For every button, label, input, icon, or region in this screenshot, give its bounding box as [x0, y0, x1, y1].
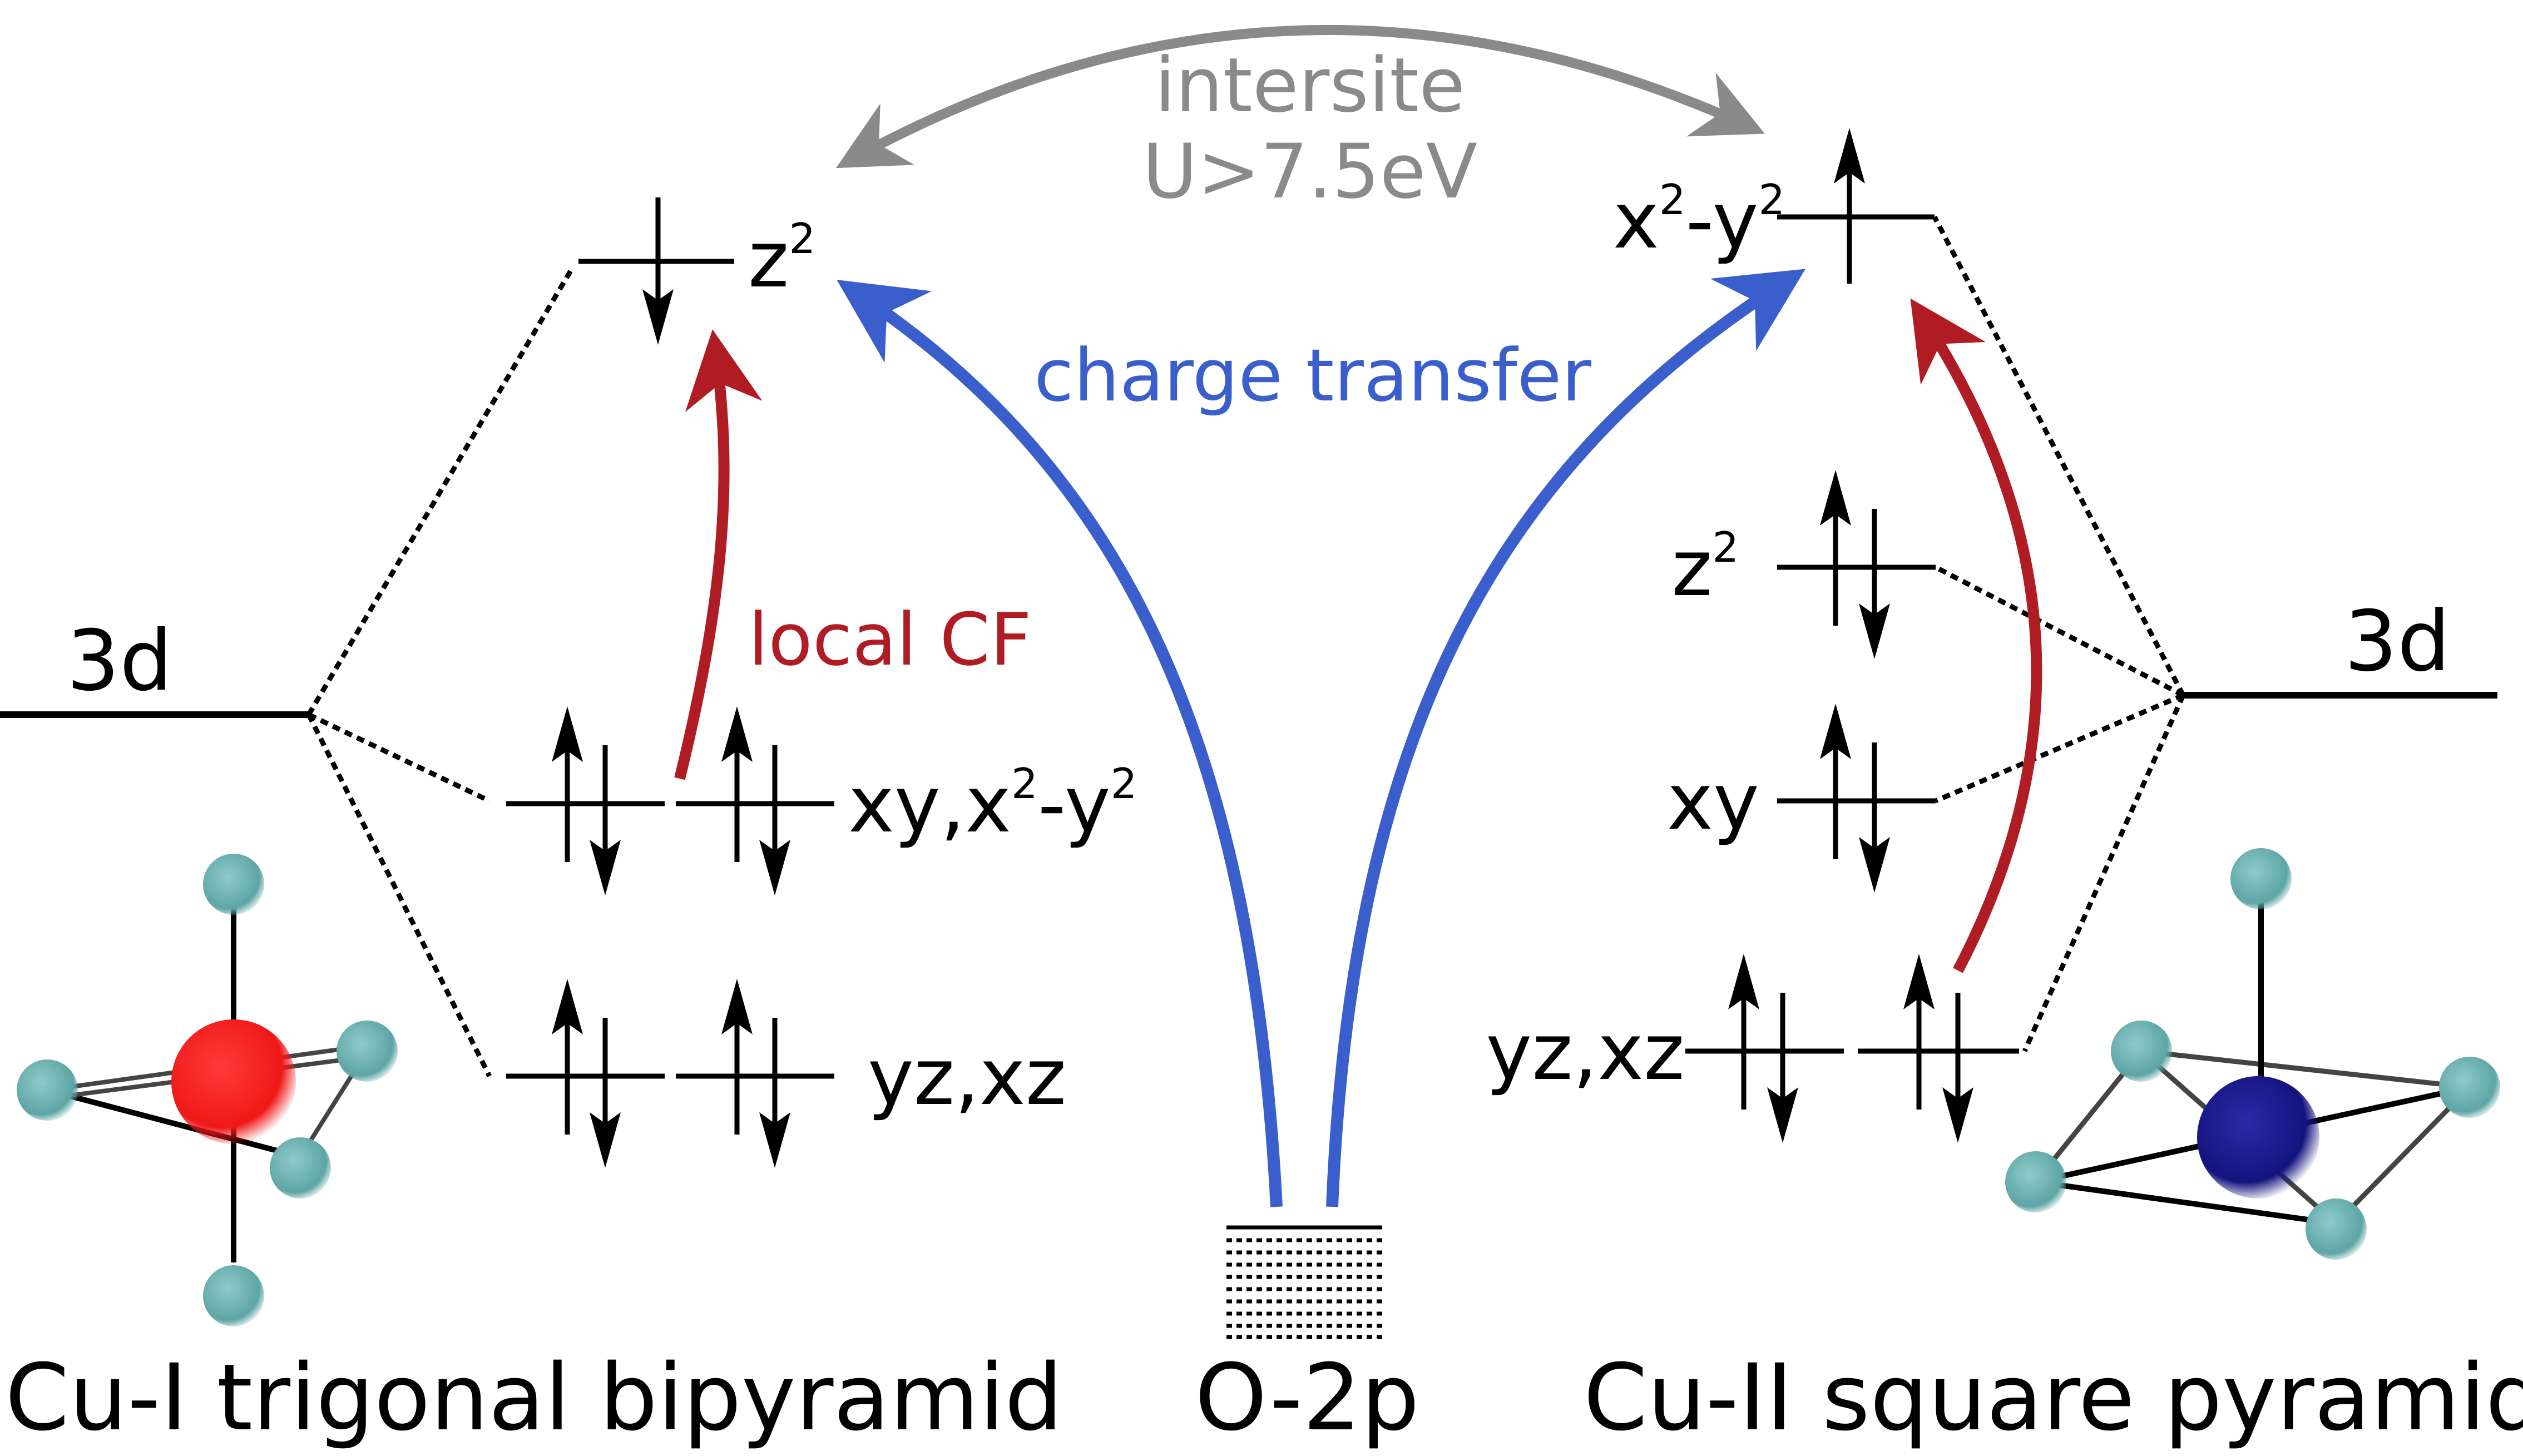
oxygen-atom-bottom [203, 1265, 264, 1326]
oxygen-atom-left [17, 1059, 78, 1121]
oxygen-atom-back-left [2111, 1021, 2172, 1082]
cu1-trigonal-bipyramid [17, 854, 398, 1326]
left-3d-label: 3d [67, 613, 173, 710]
left-z2-level [578, 197, 734, 345]
right-3d-label: 3d [2344, 593, 2451, 690]
left-correlation-lines [306, 265, 575, 1078]
oxygen-atom-front-right [2306, 1199, 2367, 1260]
left-xy-level [506, 706, 834, 895]
right-z2-level [1777, 470, 1936, 659]
o2p-band [1226, 1225, 1382, 1339]
right-xy-label: xy [1667, 757, 1759, 848]
local-cf-arrow-right [1910, 298, 2042, 973]
oxygen-atom-top [203, 854, 264, 915]
cu1-atom [171, 1019, 296, 1144]
o2p-caption: O-2p [1195, 1344, 1419, 1451]
oxygen-atom-apex [2230, 848, 2292, 909]
local-cf-label: local CF [748, 597, 1032, 682]
cu2-square-pyramid [2005, 848, 2500, 1260]
right-correlation-lines [1932, 215, 2186, 1052]
left-z2-label: z2 [748, 214, 815, 305]
cu2-atom [2197, 1076, 2319, 1199]
charge-transfer-arrow-right [1326, 269, 1805, 1207]
cu1-caption: Cu-I trigonal bipyramid [5, 1344, 1063, 1451]
right-z2-label: z2 [1671, 523, 1739, 614]
oxygen-atom-front [270, 1137, 331, 1199]
left-yzxz-level [506, 979, 834, 1168]
local-cf-arrow-left [674, 329, 763, 780]
left-xy-label: xy,x2-y2 [848, 759, 1137, 850]
right-xy-level [1777, 704, 1936, 893]
charge-transfer-arrow-left [837, 280, 1283, 1207]
oxygen-atom-front-left [2005, 1151, 2066, 1212]
cu2-caption: Cu-II square pyramid [1584, 1344, 2523, 1451]
right-x2y2-label: x2-y2 [1613, 175, 1785, 266]
intersite-label-line1: intersite [1155, 42, 1465, 129]
oxygen-atom-back-right [2439, 1057, 2500, 1118]
intersite-arrow [835, 25, 1765, 169]
oxygen-atom-right [337, 1021, 398, 1082]
right-x2y2-level [1777, 128, 1935, 284]
charge-transfer-label: charge transfer [1034, 333, 1591, 418]
right-yzxz-label: yz,xz [1486, 1007, 1684, 1098]
right-yzxz-level [1685, 954, 2019, 1143]
intersite-label-line2: U>7.5eV [1142, 128, 1477, 215]
left-yzxz-label: yz,xz [868, 1032, 1066, 1123]
